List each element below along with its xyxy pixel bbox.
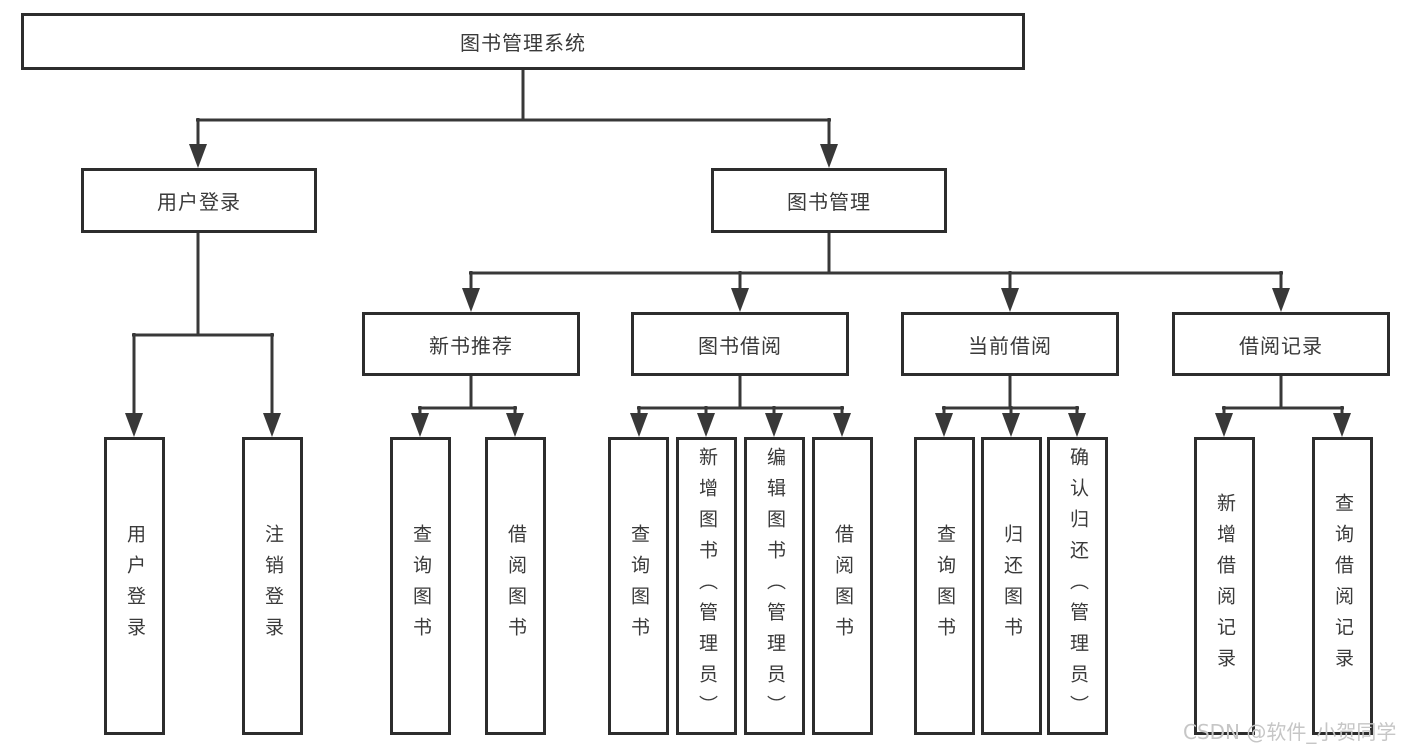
connector-group-borrowing-records: [1215, 374, 1351, 437]
node-label: 新书推荐: [429, 333, 513, 358]
leaf-edit-books-admin: 编辑图书（管理员）: [744, 437, 805, 735]
arrow-down-icon: [125, 413, 143, 437]
arrow-down-icon: [1001, 288, 1019, 312]
node-label: 编辑图书（管理员）: [764, 446, 786, 726]
arrow-down-icon: [765, 413, 783, 437]
leaf-add-borrow-record: 新增借阅记录: [1194, 437, 1255, 735]
leaf-query-books-recommend: 查询图书: [390, 437, 451, 735]
arrow-down-icon: [462, 288, 480, 312]
leaf-borrow-books-borrowing: 借阅图书: [812, 437, 873, 735]
csdn-watermark: CSDN @软件_小贺同学: [1183, 720, 1397, 744]
arrow-down-icon: [630, 413, 648, 437]
arrow-down-icon: [189, 144, 207, 168]
arrow-down-icon: [1333, 413, 1351, 437]
connector-group-current-borrowing: [935, 374, 1086, 437]
node-label: 图书借阅: [698, 333, 782, 358]
node-label: 当前借阅: [968, 333, 1052, 358]
arrow-down-icon: [411, 413, 429, 437]
node-label: 注销登录: [262, 524, 284, 648]
node-label: 借阅图书: [505, 524, 527, 648]
arrow-down-icon: [833, 413, 851, 437]
arrow-down-icon: [263, 413, 281, 437]
leaf-query-borrow-record: 查询借阅记录: [1312, 437, 1373, 735]
leaf-borrow-books-recommend: 借阅图书: [485, 437, 546, 735]
arrow-down-icon: [731, 288, 749, 312]
node-book-management: 图书管理: [711, 168, 947, 233]
node-label: 用户登录: [124, 524, 146, 648]
node-label: 归还图书: [1001, 524, 1023, 648]
arrow-down-icon: [697, 413, 715, 437]
arrow-down-icon: [935, 413, 953, 437]
connector-group-new-book-recommend: [411, 374, 524, 437]
connector-group-book-borrowing: [630, 374, 851, 437]
node-label: 图书管理系统: [460, 31, 586, 55]
arrow-down-icon: [1068, 413, 1086, 437]
node-label: 确认归还（管理员）: [1067, 446, 1089, 726]
node-label: 查询图书: [934, 524, 956, 648]
arrow-down-icon: [1215, 413, 1233, 437]
node-current-borrowing: 当前借阅: [901, 312, 1119, 376]
connector-group-user-login: [125, 231, 281, 437]
leaf-query-books-borrowing: 查询图书: [608, 437, 669, 735]
connector-group-book-management: [462, 231, 1290, 312]
node-label: 新增图书（管理员）: [696, 446, 718, 726]
node-new-book-recommend: 新书推荐: [362, 312, 580, 376]
node-label: 用户登录: [157, 190, 241, 214]
leaf-logout: 注销登录: [242, 437, 303, 735]
arrow-down-icon: [1272, 288, 1290, 312]
node-label: 借阅记录: [1239, 333, 1323, 358]
node-borrowing-records: 借阅记录: [1172, 312, 1390, 376]
node-label: 查询图书: [410, 524, 432, 648]
node-label: 查询借阅记录: [1332, 493, 1354, 679]
node-label: 借阅图书: [832, 524, 854, 648]
node-label: 图书管理: [787, 190, 871, 214]
node-book-borrowing: 图书借阅: [631, 312, 849, 376]
leaf-user-login: 用户登录: [104, 437, 165, 735]
leaf-return-books: 归还图书: [981, 437, 1042, 735]
arrow-down-icon: [1002, 413, 1020, 437]
leaf-confirm-return-admin: 确认归还（管理员）: [1047, 437, 1108, 735]
leaf-add-books-admin: 新增图书（管理员）: [676, 437, 737, 735]
arrow-down-icon: [820, 144, 838, 168]
arrow-down-icon: [506, 413, 524, 437]
node-user-login: 用户登录: [81, 168, 317, 233]
connector-group-root: [189, 70, 838, 168]
node-label: 查询图书: [628, 524, 650, 648]
node-label: 新增借阅记录: [1214, 493, 1236, 679]
node-root-book-management-system: 图书管理系统: [21, 13, 1025, 70]
leaf-query-books-current: 查询图书: [914, 437, 975, 735]
